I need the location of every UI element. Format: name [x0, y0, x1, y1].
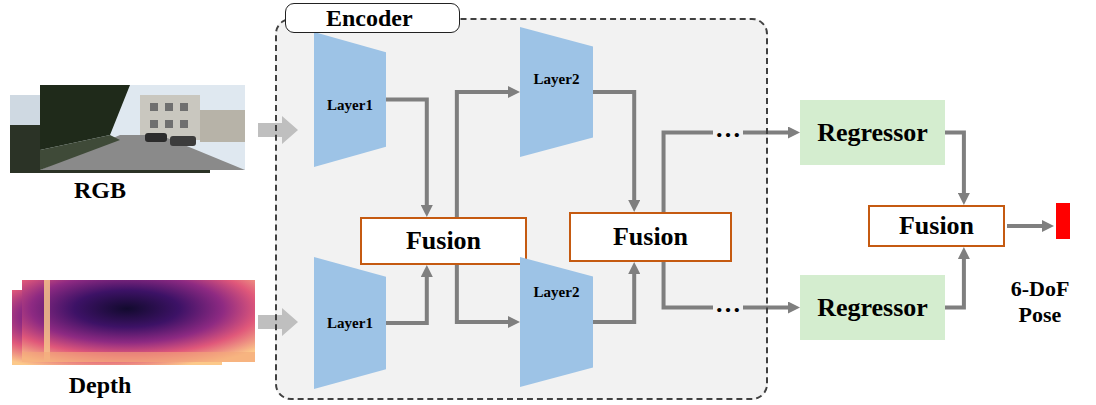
box-label: Fusion: [899, 211, 974, 241]
ellipsis-text: …: [715, 114, 741, 144]
layer-block: Layer2: [520, 27, 593, 157]
layer-name: Layer1: [314, 314, 386, 332]
layer-block: Layer1: [314, 32, 386, 167]
trapezoid: [314, 32, 386, 167]
output-arrow: [1007, 224, 1042, 228]
output-caption: 6-DoF Pose: [997, 276, 1083, 328]
ellipsis: …: [713, 114, 743, 144]
connector-arrow: [386, 100, 427, 206]
box-label: Regressor: [817, 118, 928, 148]
box-label: Regressor: [817, 293, 928, 323]
fusion-box: Fusion: [360, 217, 527, 265]
connector-arrow: [593, 92, 634, 200]
input-caption: RGB: [74, 176, 126, 204]
trapezoid: [520, 257, 593, 387]
trapezoid: [520, 27, 593, 157]
connector-arrow: [457, 265, 508, 322]
layer-name: Layer1: [314, 96, 386, 114]
ellipsis-text: …: [715, 289, 741, 319]
input-caption: Depth: [69, 371, 132, 399]
fusion-box: Fusion: [868, 205, 1005, 247]
connector-arrow: [945, 259, 964, 308]
input-caption-text: Depth: [69, 371, 132, 399]
encoder-ground: [275, 18, 768, 400]
layer-shape: [520, 27, 593, 157]
connector-arrow: [945, 133, 964, 194]
connector-arrow: [386, 277, 427, 323]
rgb-image: [10, 85, 245, 173]
regressor-box: Regressor: [800, 100, 945, 165]
input-caption-text: RGB: [74, 176, 126, 204]
encoder-group: EncoderLayer1Layer1FusionLayer2Layer2Fus…: [275, 18, 768, 400]
group-title: Encoder: [326, 4, 413, 32]
regressor-box: Regressor: [800, 275, 945, 340]
ellipsis: …: [713, 289, 743, 319]
input-arrow: [258, 308, 298, 336]
trapezoid: [314, 257, 386, 389]
output-caption-text: 6-DoF Pose: [997, 276, 1083, 328]
box-label: Fusion: [406, 226, 481, 256]
pose-vector: [1056, 203, 1070, 239]
box-label: Fusion: [613, 222, 688, 252]
layer-shape: [520, 257, 593, 387]
layer-block: Layer1: [314, 257, 386, 389]
input-arrow: [258, 116, 298, 144]
connector-arrow: [457, 92, 508, 217]
connector-arrow: [664, 133, 788, 213]
layer-block: Layer2: [520, 257, 593, 387]
encoder-tab: Encoder: [285, 3, 460, 33]
depth-image: [12, 280, 255, 365]
connector-arrow: [593, 274, 634, 322]
fusion-box: Fusion: [569, 212, 732, 262]
layer-name: Layer2: [520, 283, 593, 301]
layer-name: Layer2: [520, 70, 593, 88]
